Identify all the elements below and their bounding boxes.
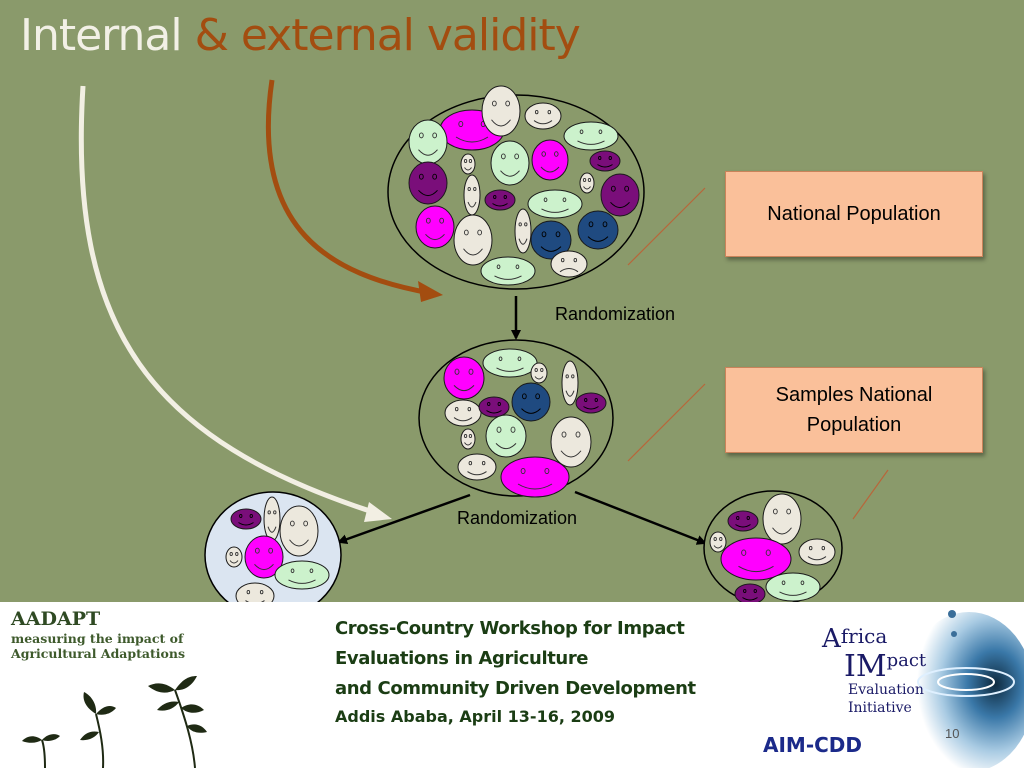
smiley-face: [244, 535, 284, 579]
smiley-face: [444, 399, 482, 427]
aadapt-logo-subtitle: measuring the impact of Agricultural Ada…: [11, 631, 186, 661]
smiley-face: [480, 256, 536, 286]
smiley-face: [530, 220, 572, 260]
title-internal: Internal: [20, 10, 183, 61]
smiley-face: [600, 173, 640, 217]
footer-banner: AADAPT measuring the impact of Agricultu…: [0, 602, 1024, 768]
randomization-arrow-right: [574, 490, 707, 545]
smiley-face: [550, 416, 592, 468]
workshop-line-2: Evaluations in Agriculture: [335, 648, 589, 669]
page-number: 10: [945, 726, 960, 741]
aim-logo-frica: frica: [841, 624, 888, 648]
smiley-face: [500, 456, 570, 498]
smiley-face: [460, 153, 476, 175]
smiley-face: [490, 140, 530, 186]
smiley-face: [563, 121, 619, 151]
national-population-label: National Population: [725, 171, 983, 257]
seedlings-illustration: [22, 676, 207, 768]
external-validity-arrowhead: [418, 281, 443, 302]
aim-logo-line3: Evaluation: [848, 682, 924, 698]
smiley-face: [765, 572, 821, 602]
smiley-face: [530, 362, 548, 384]
smiley-face: [589, 150, 621, 172]
workshop-info: Cross-Country Workshop for Impact Evalua…: [335, 614, 696, 730]
smiley-face: [485, 414, 527, 458]
smiley-face: [531, 139, 569, 181]
internal-validity-arrowhead: [364, 502, 392, 522]
smiley-face: [561, 360, 579, 406]
smiley-face: [279, 505, 319, 557]
samples-population-text: Samples National Population: [775, 384, 933, 436]
aim-logo-line4: Initiative: [848, 700, 912, 716]
smiley-face: [263, 496, 281, 542]
aim-logo: Africa IMpact Evaluation Initiative: [821, 610, 1024, 768]
randomization-label-bottom: Randomization: [457, 508, 578, 528]
smiley-face: [762, 493, 802, 545]
smiley-face: [579, 172, 595, 194]
aim-logo-line1: Africa: [821, 624, 887, 654]
treatment-connector-line: [852, 469, 889, 520]
smiley-face: [484, 189, 516, 211]
aim-logo-im: IM: [844, 649, 887, 684]
smiley-faces: [225, 85, 836, 610]
aadapt-logo-name: AADAPT: [11, 608, 101, 630]
internal-validity-arrow: [78, 85, 377, 516]
aim-logo-a: A: [821, 624, 842, 654]
workshop-date: Addis Ababa, April 13-16, 2009: [335, 707, 616, 726]
randomization-label-top: Randomization: [555, 304, 676, 324]
smiley-face: [408, 119, 448, 165]
smiley-face: [577, 210, 619, 250]
national-population-text: National Population: [767, 203, 941, 225]
aim-logo-pact: pact: [887, 650, 927, 671]
smiley-face: [514, 208, 532, 254]
smiley-face: [720, 537, 792, 581]
smiley-face: [550, 250, 588, 278]
smiley-face: [727, 510, 759, 532]
slide-title: Internal & external validity: [20, 10, 581, 61]
title-external-validity: & external validity: [181, 10, 581, 61]
smiley-face: [482, 348, 538, 378]
smiley-face: [415, 205, 455, 249]
smiley-face: [734, 583, 766, 605]
smiley-face: [460, 428, 476, 450]
smiley-face: [511, 382, 551, 422]
smiley-face: [274, 560, 330, 590]
smiley-face: [478, 396, 510, 418]
national-connector-line: [627, 187, 706, 266]
smiley-face: [230, 508, 262, 530]
smiley-face: [524, 102, 562, 130]
smiley-face: [457, 453, 497, 481]
randomization-arrow-left: [337, 493, 471, 545]
smiley-face: [575, 392, 607, 414]
smiley-face: [709, 531, 727, 553]
external-validity-arrow: [265, 79, 431, 296]
workshop-line-3: and Community Driven Development: [335, 678, 696, 699]
aim-cdd-label: AIM-CDD: [763, 733, 863, 757]
smiley-face: [453, 214, 493, 266]
smiley-face: [408, 161, 448, 205]
samples-national-population-label: Samples National Population: [725, 367, 983, 453]
aim-logo-line2: IMpact: [844, 649, 927, 684]
smiley-face: [798, 538, 836, 566]
smiley-face: [527, 189, 583, 219]
smiley-face: [463, 174, 481, 216]
workshop-line-1: Cross-Country Workshop for Impact: [335, 618, 685, 639]
samples-connector-line: [627, 383, 706, 462]
smiley-face: [225, 546, 243, 568]
smiley-face: [481, 85, 521, 137]
smiley-face: [443, 356, 485, 400]
